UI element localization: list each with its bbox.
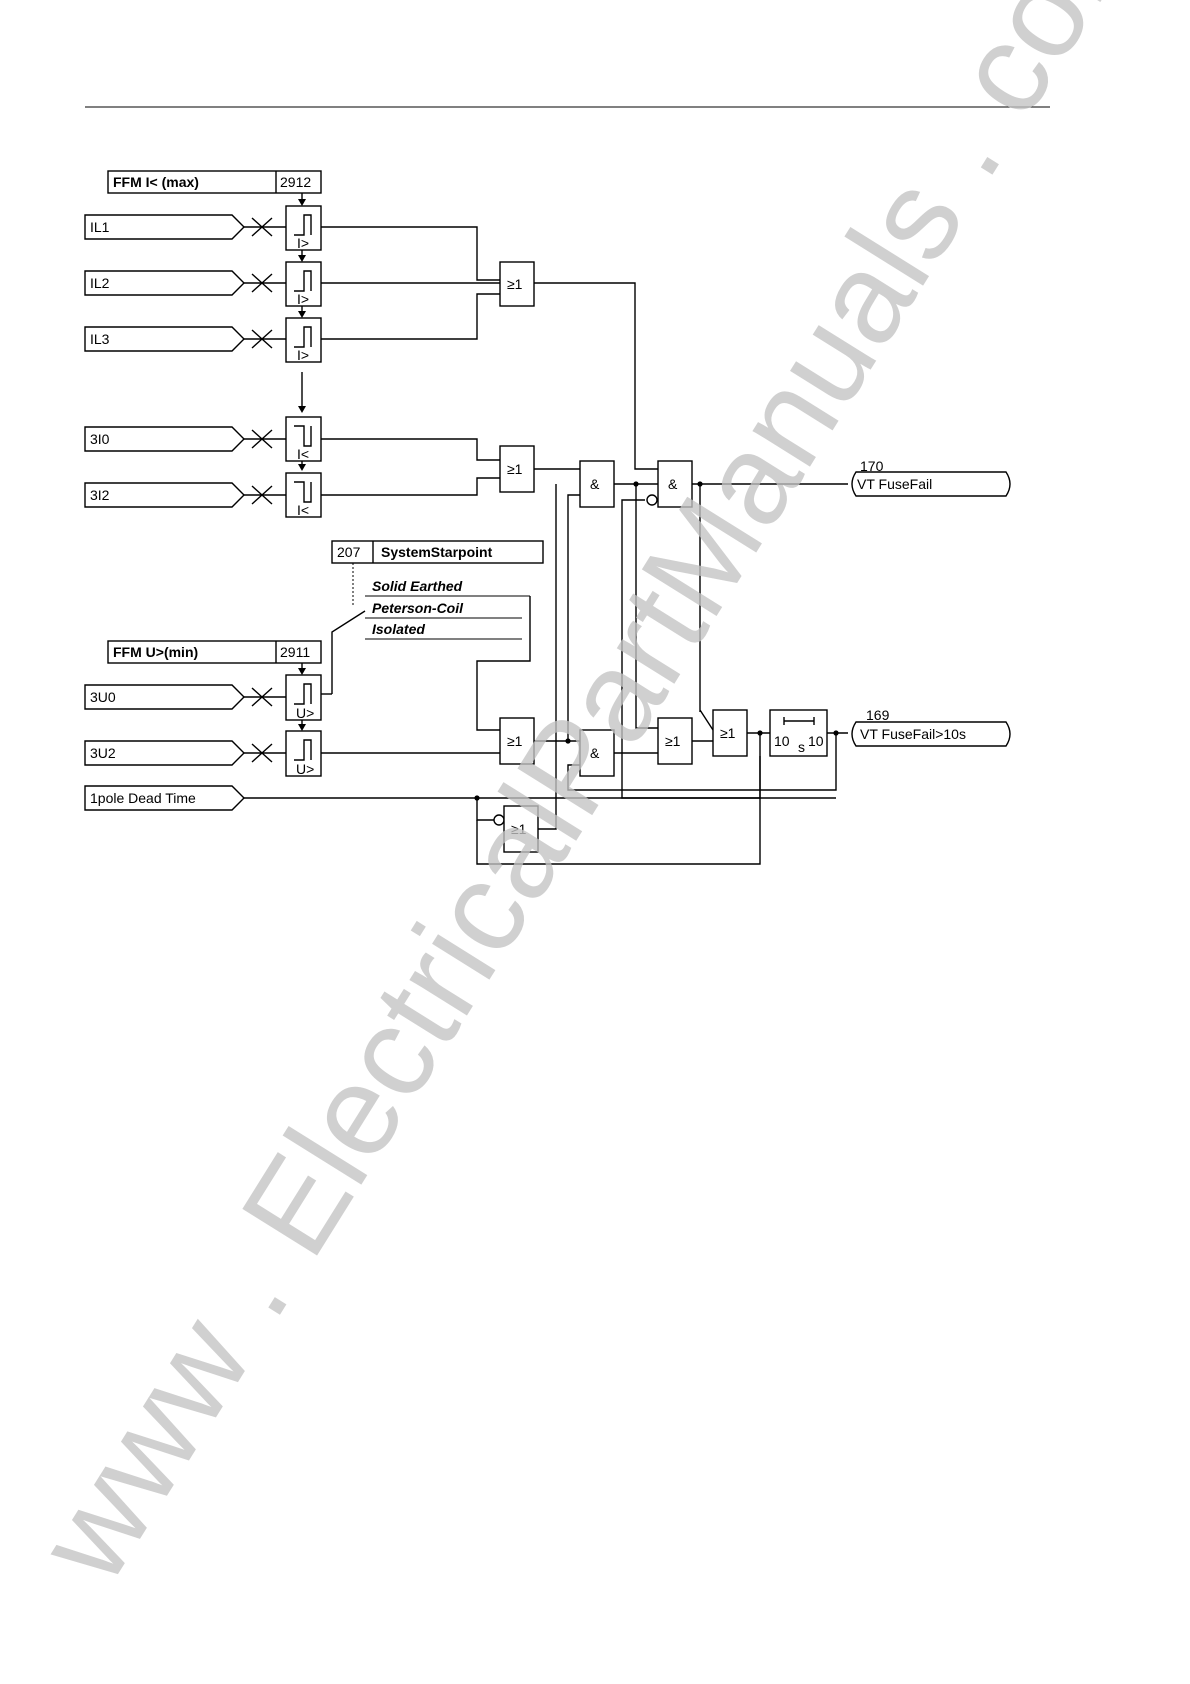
wires-current-to-or xyxy=(321,227,500,495)
comparator-3i0: I< xyxy=(286,417,321,462)
input-3i0-label: 3I0 xyxy=(90,431,110,447)
comparator-il2-label: I> xyxy=(297,291,309,307)
comparator-il1: I> xyxy=(286,206,321,251)
starpoint-options: Solid Earthed Peterson-Coil Isolated xyxy=(365,578,530,639)
or-gate-b: ≥1 xyxy=(713,710,747,756)
input-3u0: 3U0 xyxy=(85,685,244,709)
input-3i2: 3I2 xyxy=(85,483,244,507)
option-peterson-coil: Peterson-Coil xyxy=(372,600,464,616)
comparator-il1-label: I> xyxy=(297,235,309,251)
comparator-3u2-label: U> xyxy=(296,761,314,777)
input-dead-time-label: 1pole Dead Time xyxy=(90,790,196,806)
input-il3: IL3 xyxy=(85,327,244,351)
input-il2-label: IL2 xyxy=(90,275,110,291)
input-3i0: 3I0 xyxy=(85,427,244,451)
comparator-il2: I> xyxy=(286,262,321,307)
comparator-3u0-label: U> xyxy=(296,705,314,721)
input-dead-time: 1pole Dead Time xyxy=(85,786,244,810)
or-gate-sequence-currents: ≥1 xyxy=(500,446,534,492)
cross-marks-current xyxy=(252,218,272,504)
comparator-3i2-label: I< xyxy=(297,502,309,518)
option-solid-earthed: Solid Earthed xyxy=(372,578,463,594)
and-gate-1-label: & xyxy=(590,476,600,492)
or-gate-phase-currents-label: ≥1 xyxy=(507,276,523,292)
setting-starpoint-label: SystemStarpoint xyxy=(381,544,493,560)
or-gate-sequence-currents-label: ≥1 xyxy=(507,461,523,477)
or-gate-b-label: ≥1 xyxy=(720,725,736,741)
output-fusefail: 170 VT FuseFail xyxy=(852,458,1010,496)
input-connectors-current xyxy=(244,227,286,495)
comparator-il3-label: I> xyxy=(297,347,309,363)
setting-starpoint-address: 207 xyxy=(337,544,361,560)
output-fusefail10s-label: VT FuseFail>10s xyxy=(860,726,966,742)
setting-i-max-label: FFM I< (max) xyxy=(113,174,199,190)
timer-unit: s xyxy=(798,739,805,755)
option-isolated: Isolated xyxy=(372,621,425,637)
timer-left-value: 10 xyxy=(774,733,790,749)
setting-i-max-address: 2912 xyxy=(280,174,311,190)
comparator-3u0: U> xyxy=(286,675,321,721)
input-connectors-voltage xyxy=(244,688,286,762)
input-il2: IL2 xyxy=(85,271,244,295)
comparator-3i2: I< xyxy=(286,473,321,518)
and-gate-1: & xyxy=(580,461,614,507)
setting-u-min: FFM U>(min) 2911 xyxy=(108,641,321,663)
input-3u0-label: 3U0 xyxy=(90,689,116,705)
output-fusefail10s: 169 VT FuseFail>10s xyxy=(852,707,1010,746)
input-3u2: 3U2 xyxy=(85,741,244,765)
output-fusefail-number: 170 xyxy=(860,458,884,474)
setting-u-min-address: 2911 xyxy=(280,644,310,660)
comparator-3u2: U> xyxy=(286,731,321,777)
output-fusefail-label: VT FuseFail xyxy=(857,476,932,492)
input-il3-label: IL3 xyxy=(90,331,110,347)
or-gate-phase-currents: ≥1 xyxy=(500,262,534,306)
comparator-il3: I> xyxy=(286,318,321,363)
comparator-3i0-label: I< xyxy=(297,446,309,462)
setting-u-min-label: FFM U>(min) xyxy=(113,644,198,660)
input-il1: IL1 xyxy=(85,215,244,239)
setting-i-max: FFM I< (max) 2912 xyxy=(108,171,321,193)
wire-or-phase-to-and2 xyxy=(534,283,658,469)
output-fusefail10s-number: 169 xyxy=(866,707,890,723)
setting-starpoint: 207 SystemStarpoint xyxy=(332,541,543,563)
starpoint-switch xyxy=(332,611,365,694)
input-3u2-label: 3U2 xyxy=(90,745,116,761)
timer-10s: 10 s 10 xyxy=(770,710,827,756)
input-il1-label: IL1 xyxy=(90,219,110,235)
input-3i2-label: 3I2 xyxy=(90,487,110,503)
timer-right-value: 10 xyxy=(808,733,824,749)
